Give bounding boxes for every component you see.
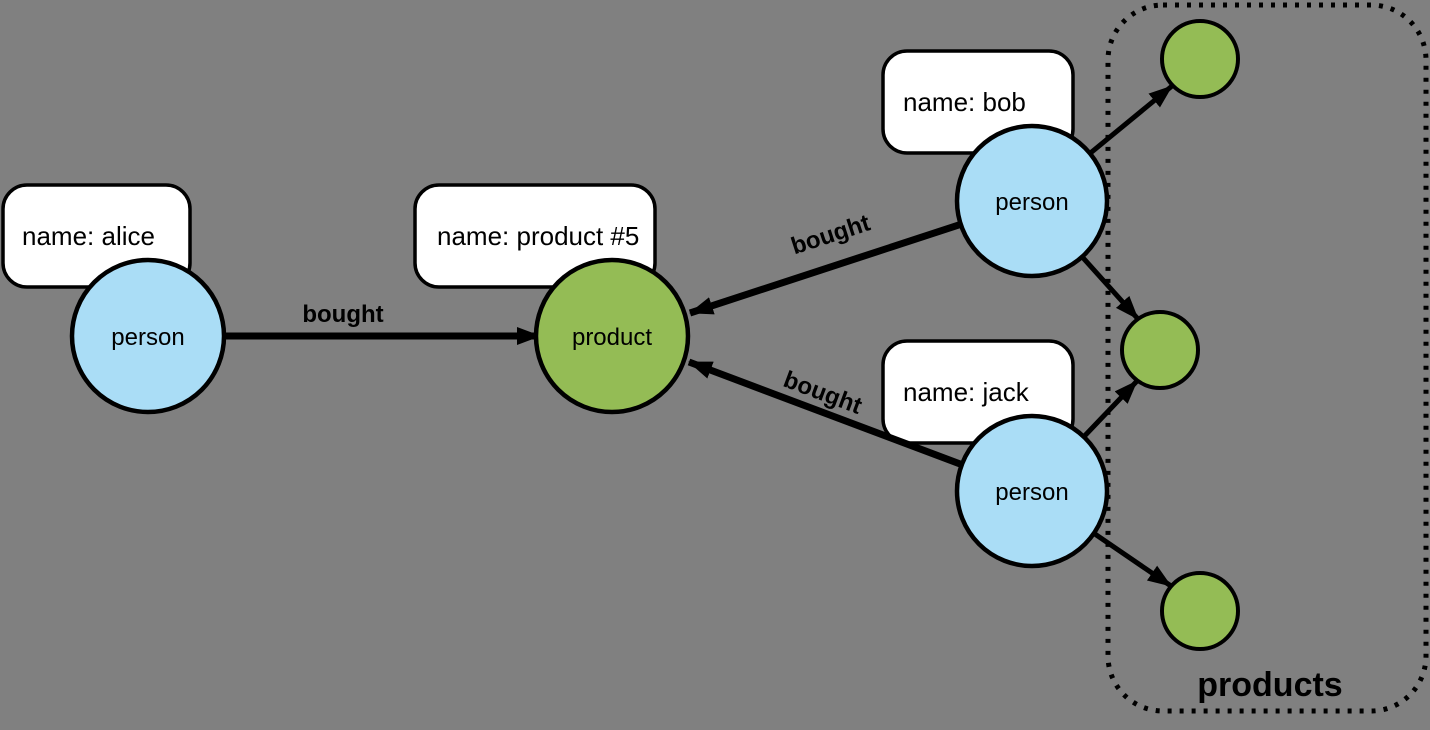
node-label-product5: product: [572, 324, 652, 351]
edge-label-alice-bought: bought: [302, 301, 383, 328]
node-jack: [954, 413, 1110, 569]
property-text-jack: name: jack: [903, 377, 1030, 407]
property-text-alice: name: alice: [22, 221, 155, 251]
products-group-border: [1105, 2, 1429, 714]
product-node-middle: [1120, 310, 1200, 390]
node-product5: [533, 257, 691, 415]
node-alice: [69, 257, 227, 415]
property-text-bob: name: bob: [903, 87, 1026, 117]
property-text-product: name: product #5: [437, 221, 639, 251]
node-label-bob: person: [995, 189, 1068, 216]
node-label-alice: person: [111, 324, 184, 351]
product-node-bottom: [1160, 571, 1240, 651]
node-bob: [954, 123, 1110, 279]
product-node-top: [1160, 19, 1240, 99]
node-label-jack: person: [995, 479, 1068, 506]
products-group-label: products: [1197, 666, 1342, 704]
